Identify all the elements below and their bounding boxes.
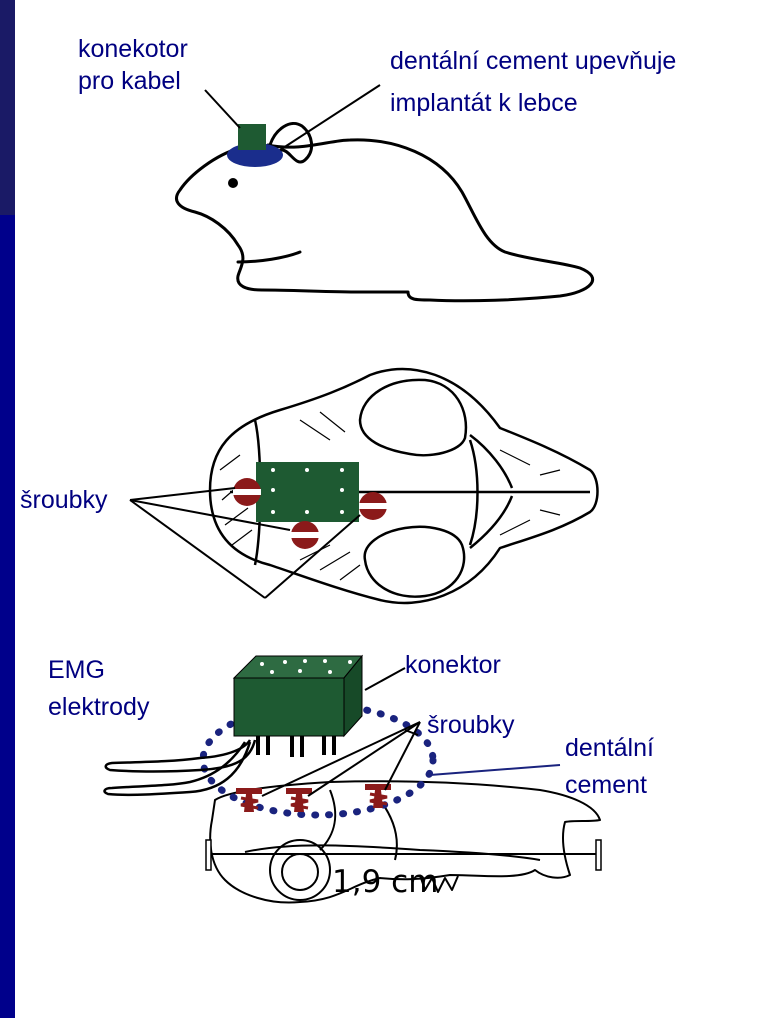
- mouse-eye: [228, 178, 238, 188]
- screw-side-middle: [286, 788, 312, 812]
- skull-side-line-2: [380, 800, 397, 860]
- skull-top-eye-socket-lower: [365, 527, 464, 597]
- label-cement-line2: cement: [565, 770, 647, 801]
- connector-pins-side: [258, 736, 334, 757]
- label-connector-cable-line2: pro kabel: [78, 66, 181, 97]
- leader-cement-side: [430, 765, 560, 775]
- skull-top-eye-socket-upper: [360, 380, 466, 455]
- connector-block-small: [238, 124, 266, 150]
- label-dental-cement-line1: dentální cement upevňuje: [390, 46, 676, 77]
- screw-top-left: [233, 478, 261, 506]
- leader-connector-cable: [205, 90, 240, 128]
- label-screws-side: šroubky: [427, 710, 515, 741]
- label-screws-top: šroubky: [20, 485, 108, 516]
- label-dental-cement-line2: implantát k lebce: [390, 88, 578, 119]
- skull-side-eye-inner: [282, 854, 318, 890]
- screw-top-bottom: [291, 521, 319, 549]
- skull-side-suture: [320, 790, 335, 850]
- connector-block-side: [234, 656, 362, 736]
- mouse-inner-leg-line: [238, 252, 300, 262]
- scale-bar-label: 1,9 cm: [332, 864, 438, 900]
- label-emg-line1: EMG: [48, 655, 105, 686]
- label-emg-line2: elektrody: [48, 692, 149, 723]
- label-cement-line1: dentální: [565, 733, 654, 764]
- label-connector: konektor: [405, 650, 501, 681]
- emg-electrodes: [105, 740, 255, 795]
- label-connector-cable-line1: konekotor: [78, 34, 188, 65]
- screw-top-right: [359, 492, 387, 520]
